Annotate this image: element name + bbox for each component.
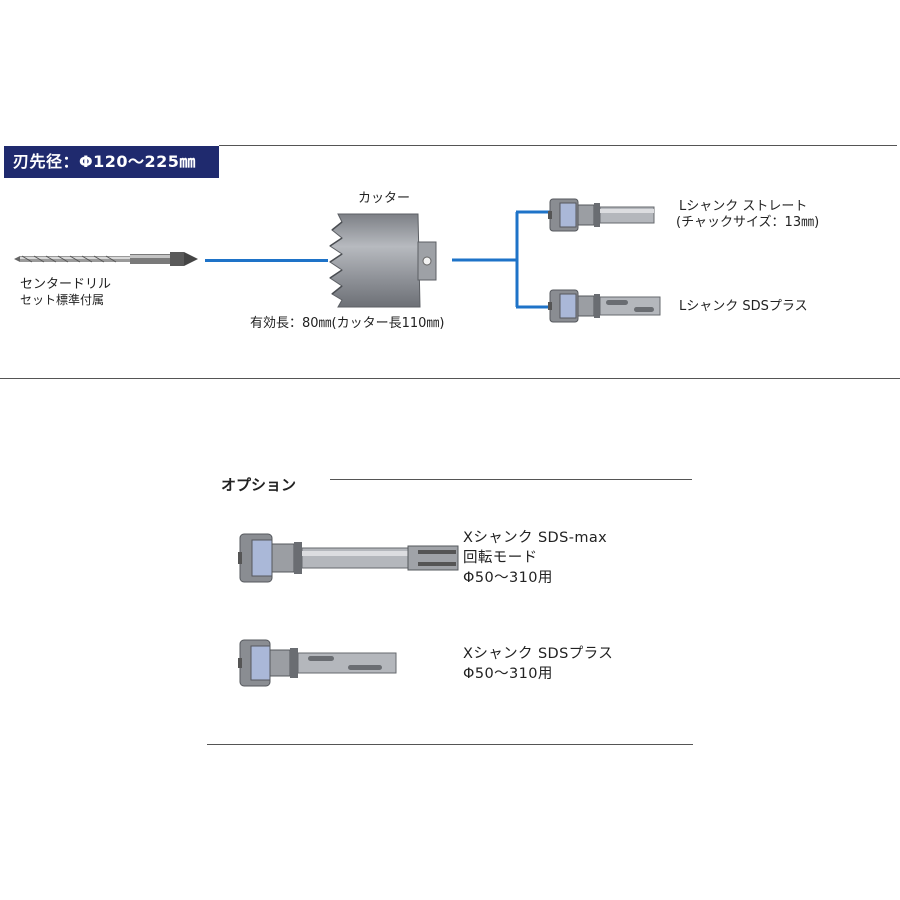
x-shank-sds-plus-image — [238, 639, 397, 687]
x-shank-sds-max-range: Φ50～310用 — [463, 570, 553, 586]
center-drill-sublabel: セット標準付属 — [20, 293, 105, 307]
x-shank-sds-max-image — [238, 533, 459, 583]
center-drill-label: センタードリル — [20, 277, 112, 292]
x-shank-sds-plus-range: Φ50～310用 — [463, 666, 553, 682]
x-shank-sds-max-mode: 回転モード — [463, 550, 538, 566]
center-drill-image — [14, 252, 198, 266]
x-shank-sds-max-label: Xシャンク SDS-max — [463, 530, 608, 546]
effective-length-note: 有効長：80㎜(カッター長110㎜) — [250, 316, 445, 331]
cutter-label: カッター — [358, 191, 411, 206]
l-shank-straight-label: Lシャンク ストレート — [679, 199, 808, 214]
shank-branch-connector — [452, 210, 550, 309]
cutter-image — [329, 213, 437, 308]
l-shank-sds-plus-image — [548, 289, 661, 323]
options-title: オプション — [221, 476, 297, 494]
l-shank-sds-plus-label: Lシャンク SDSプラス — [679, 299, 808, 314]
l-shank-straight-chuck: (チャックサイズ：13㎜) — [676, 215, 820, 230]
options-title-rule — [330, 479, 692, 480]
options-bottom-rule — [207, 744, 693, 745]
section-divider — [0, 378, 900, 379]
x-shank-sds-plus-label: Xシャンク SDSプラス — [463, 646, 614, 662]
l-shank-straight-image — [548, 198, 655, 232]
connector-line-left — [205, 259, 328, 262]
top-divider — [219, 145, 897, 146]
diameter-badge: 刃先径：Φ120～225㎜ — [4, 146, 219, 178]
